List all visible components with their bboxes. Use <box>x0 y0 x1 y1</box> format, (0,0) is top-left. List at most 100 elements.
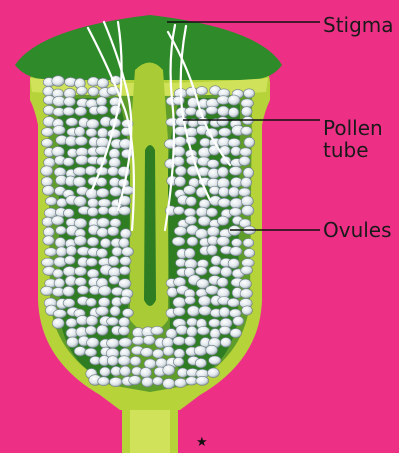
ovule <box>74 236 86 246</box>
ovule <box>163 365 175 376</box>
ovule <box>229 208 241 217</box>
ovule <box>97 106 108 115</box>
ovule <box>242 205 254 216</box>
ovule <box>98 297 110 307</box>
ovule <box>153 377 163 386</box>
ovule <box>55 237 66 247</box>
ovule <box>86 316 98 326</box>
central-cavity <box>144 145 156 306</box>
ovule <box>242 306 253 315</box>
ovule <box>77 87 88 96</box>
ovule <box>185 107 197 115</box>
ovule <box>241 107 252 117</box>
ovule <box>217 117 229 127</box>
stigma-label-text: Stigma <box>323 13 394 37</box>
ovule <box>96 306 109 316</box>
ovule <box>63 209 74 218</box>
ovule <box>173 307 185 316</box>
ovule <box>110 187 122 197</box>
ovule <box>185 296 196 304</box>
ovule <box>110 219 121 228</box>
ovule <box>207 245 218 255</box>
ovule <box>74 267 86 276</box>
ovule <box>52 147 65 157</box>
ovule <box>97 218 110 228</box>
ovule <box>53 269 63 278</box>
ovule <box>119 279 131 289</box>
ovule <box>73 167 86 176</box>
ovule <box>110 306 120 316</box>
ovule <box>241 177 252 187</box>
ovule <box>122 247 134 256</box>
ovule <box>45 197 57 206</box>
ovule <box>86 128 97 137</box>
ovule <box>119 206 131 215</box>
ovule <box>109 276 120 285</box>
ovule <box>63 286 75 296</box>
ovule <box>218 167 229 177</box>
ovule <box>56 247 67 257</box>
ovule <box>228 95 240 105</box>
ovule <box>109 149 120 159</box>
ovule <box>88 87 99 96</box>
ovule <box>209 319 221 328</box>
ovule <box>63 158 74 167</box>
ovule <box>176 325 188 335</box>
ovule <box>187 237 198 246</box>
ovule <box>97 325 108 335</box>
ovule <box>228 107 239 117</box>
ovule <box>219 326 231 335</box>
ovule <box>195 358 206 367</box>
ovule <box>241 266 253 275</box>
ovule <box>163 378 175 388</box>
ovule <box>217 278 228 288</box>
ovule <box>239 188 251 197</box>
ovule <box>219 128 232 137</box>
ovule <box>66 318 77 327</box>
ovule <box>208 368 220 378</box>
ovule <box>243 168 254 178</box>
ovule <box>185 216 197 225</box>
ovule <box>98 286 111 296</box>
ovule <box>75 136 88 145</box>
ovule <box>98 206 109 214</box>
ovule <box>197 326 209 335</box>
ovule <box>228 138 240 147</box>
ovule <box>67 337 79 348</box>
ovule <box>184 186 196 195</box>
ovule <box>52 216 64 225</box>
ovule <box>53 309 66 317</box>
ovule <box>87 338 99 348</box>
ovule <box>86 258 97 267</box>
ovule <box>98 377 110 386</box>
ovule <box>75 107 87 116</box>
ovule <box>108 167 119 176</box>
ovule <box>85 326 96 335</box>
ovule <box>209 266 221 275</box>
ovule <box>132 336 144 345</box>
ovule <box>120 296 131 304</box>
ovule <box>209 356 221 365</box>
ovule <box>207 227 219 237</box>
ovule <box>218 187 229 197</box>
ovule <box>173 357 184 366</box>
ovule <box>87 269 99 278</box>
ovule <box>108 256 119 266</box>
ovule <box>107 226 119 236</box>
ovule <box>221 267 232 277</box>
ovule <box>142 377 154 387</box>
ovule <box>174 378 187 387</box>
ovule <box>229 187 240 197</box>
ovule <box>187 306 199 317</box>
ovule <box>210 329 220 339</box>
ovule <box>97 78 108 88</box>
ovule <box>206 345 218 355</box>
ovule <box>151 326 164 335</box>
ovule <box>217 236 230 246</box>
pollen-tube-label-line2: tube <box>323 139 383 161</box>
ovule <box>196 87 207 96</box>
ovule <box>174 349 185 359</box>
ovule <box>63 299 75 308</box>
ovule <box>230 247 242 256</box>
ovule <box>218 198 231 207</box>
